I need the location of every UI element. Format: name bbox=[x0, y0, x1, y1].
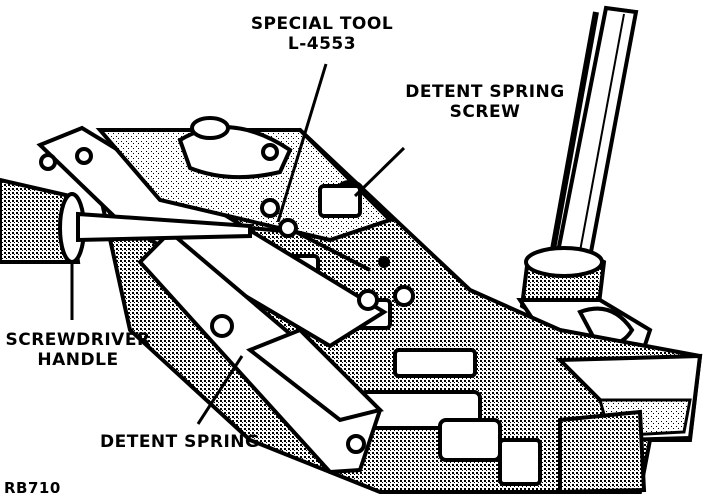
detent-spring-label: DETENT SPRING bbox=[100, 432, 260, 452]
screwdriver-handle-label: SCREWDRIVER HANDLE bbox=[0, 330, 156, 370]
top-cover bbox=[95, 116, 394, 243]
detent-spring-screw-label: DETENT SPRING SCREW bbox=[390, 82, 580, 122]
screwdriver bbox=[0, 177, 297, 264]
leader-lines bbox=[70, 63, 406, 425]
special-tool-label-line1: SPECIAL TOOL bbox=[250, 14, 394, 34]
detent-spring-screw-label-line1: DETENT SPRING bbox=[405, 82, 565, 102]
screwdriver-handle-label-line2: HANDLE bbox=[37, 350, 119, 370]
lever-rod bbox=[516, 5, 653, 362]
special-tool-label: SPECIAL TOOL L-4553 bbox=[234, 14, 410, 54]
detent-spring-screw-label-line2: SCREW bbox=[449, 102, 521, 122]
screwdriver-handle-label-line1: SCREWDRIVER bbox=[5, 330, 151, 350]
figure-code-label: RB710 bbox=[4, 479, 61, 497]
special-tool bbox=[278, 218, 371, 272]
special-tool-label-line2: L-4553 bbox=[287, 34, 357, 54]
